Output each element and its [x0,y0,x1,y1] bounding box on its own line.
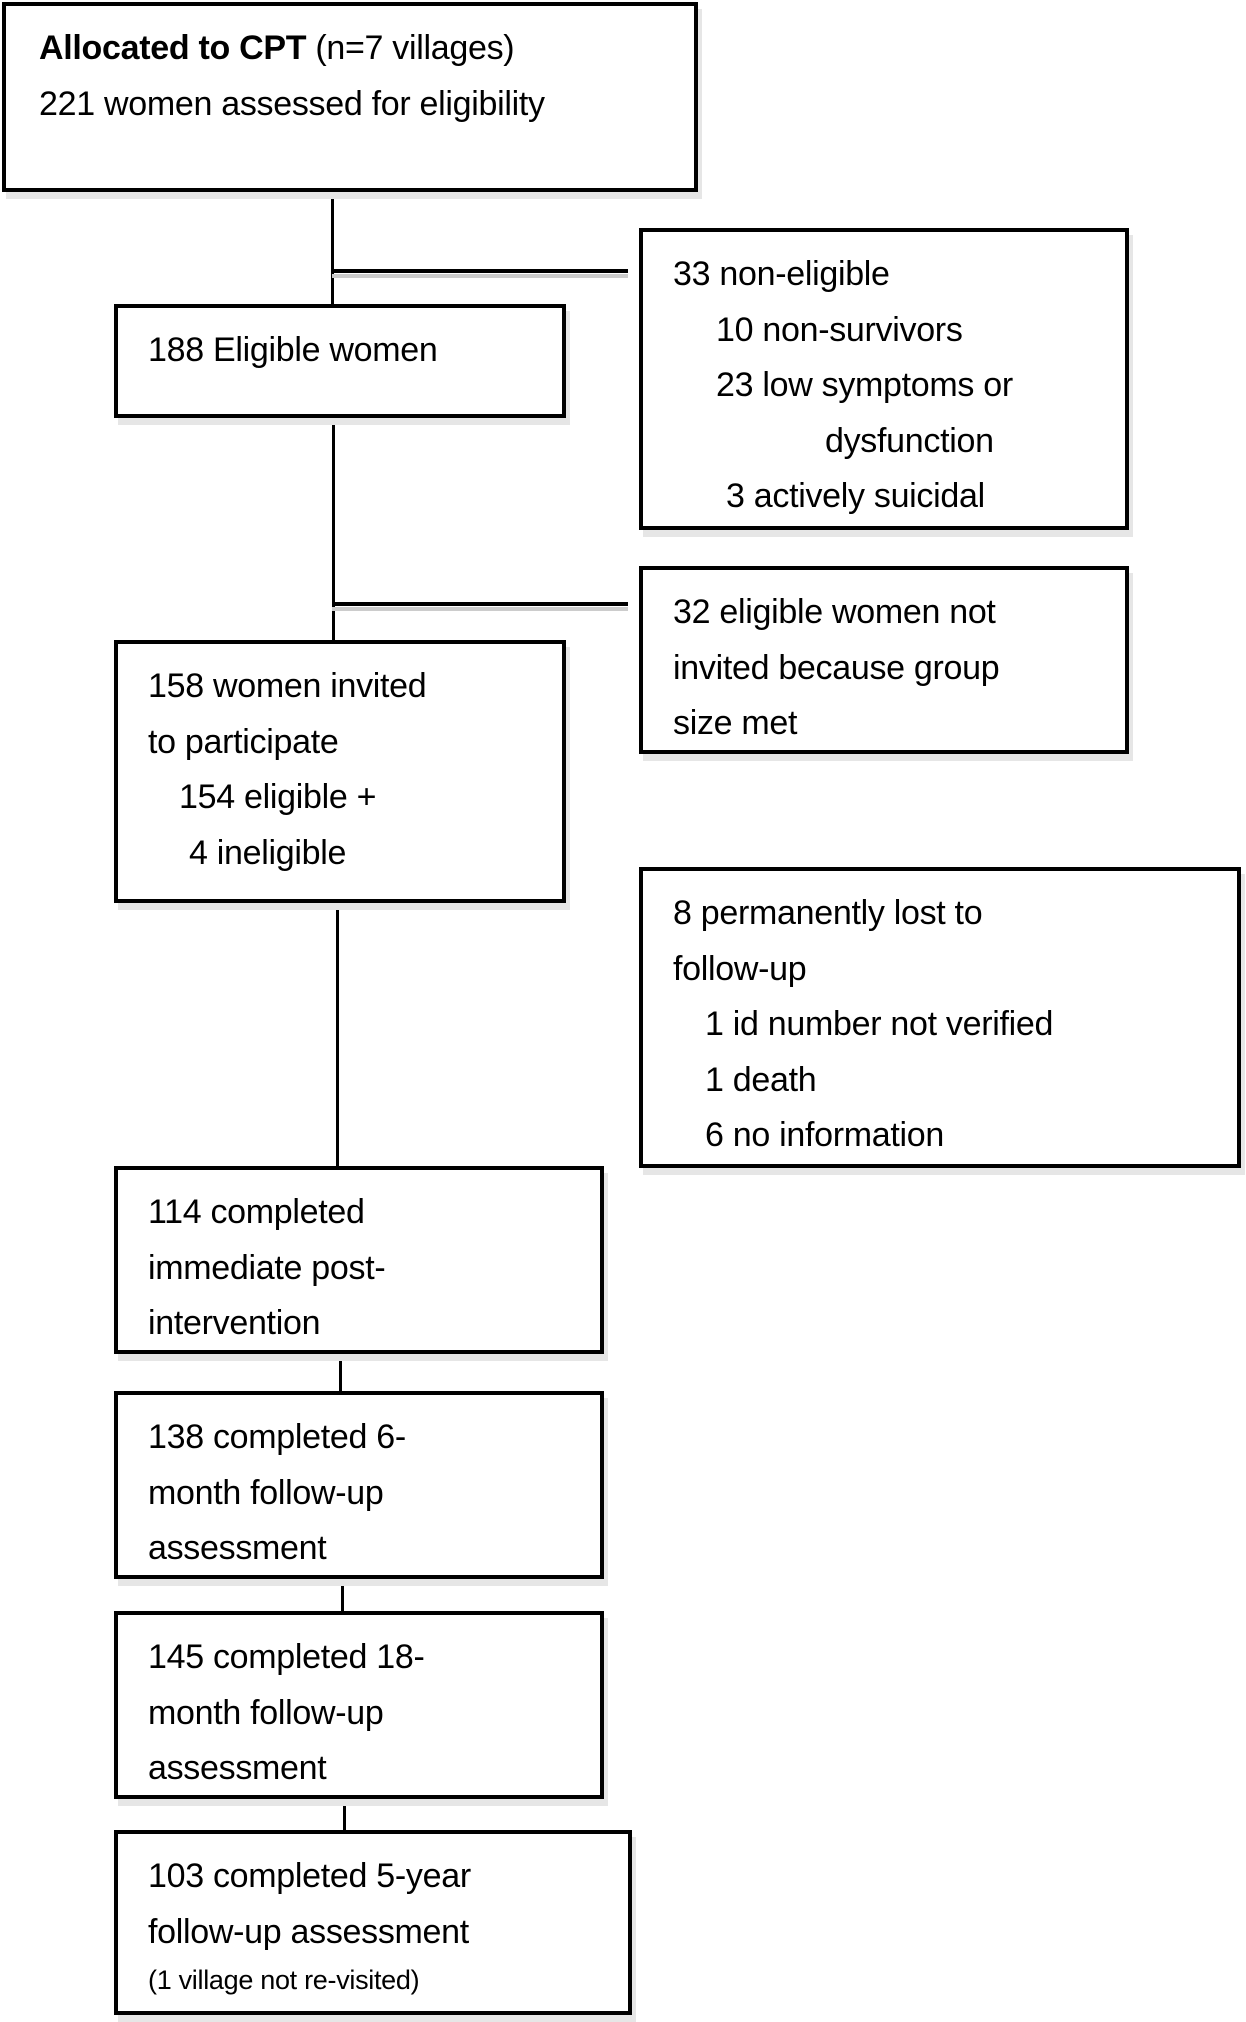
lost-line: 6 no information [705,1116,945,1154]
not-invited-line: size met [673,704,798,742]
connector-line [332,417,335,641]
connector-to-non-eligible [332,269,628,273]
connector-line [339,1353,342,1392]
five-year-line: 103 completed 5-year [148,1857,471,1895]
eligible-text: 188 Eligible women [148,331,438,369]
lost-line: 1 id number not verified [705,1005,1054,1043]
lost-line: 8 permanently lost to [673,894,983,932]
immediate-line: 114 completed [148,1193,365,1231]
non-eligible-box: 33 non-eligible 10 non-survivors 23 low … [639,228,1129,530]
immediate-box: 114 completed immediate post- interventi… [114,1166,604,1354]
invited-box: 158 women invited to participate 154 eli… [114,640,566,903]
lost-line: follow-up [673,949,807,988]
invited-line: to participate [148,722,339,761]
connector-line [336,902,339,1167]
non-eligible-line: 33 non-eligible [673,255,890,293]
allocated-villages: (n=7 villages) [306,29,515,67]
connector-line [331,190,334,305]
eligible-box: 188 Eligible women [114,304,566,418]
invited-line: 4 ineligible [189,833,347,872]
invited-line: 158 women invited [148,667,427,705]
not-invited-box: 32 eligible women not invited because gr… [639,566,1129,754]
allocated-box: Allocated to CPT (n=7 villages) 221 wome… [2,2,698,192]
connector-line [343,1798,346,1831]
non-eligible-line: 10 non-survivors [716,310,963,349]
six-month-line: assessment [148,1529,327,1567]
invited-line: 154 eligible + [179,778,377,816]
eighteen-month-line: month follow-up [148,1693,384,1732]
six-month-line: month follow-up [148,1473,384,1512]
lost-box: 8 permanently lost to follow-up 1 id num… [639,867,1241,1168]
eighteen-month-box: 145 completed 18- month follow-up assess… [114,1611,604,1799]
allocated-bold: Allocated to CPT [39,29,307,67]
not-invited-line: 32 eligible women not [673,593,996,631]
six-month-box: 138 completed 6- month follow-up assessm… [114,1391,604,1579]
allocated-title: Allocated to CPT (n=7 villages) [39,21,694,77]
assessed-text: 221 women assessed for eligibility [39,84,545,123]
eighteen-month-line: 145 completed 18- [148,1638,425,1676]
immediate-line: intervention [148,1304,321,1342]
lost-line: 1 death [705,1060,817,1099]
five-year-box: 103 completed 5-year follow-up assessmen… [114,1830,632,2015]
non-eligible-line: dysfunction [825,421,994,460]
immediate-line: immediate post- [148,1248,386,1287]
five-year-line: follow-up assessment [148,1912,469,1951]
connector-to-not-invited [332,602,628,606]
non-eligible-line: 3 actively suicidal [726,477,985,515]
five-year-note: (1 village not re-visited) [148,1965,420,1995]
eighteen-month-line: assessment [148,1749,327,1787]
six-month-line: 138 completed 6- [148,1418,406,1456]
connector-line [341,1578,344,1612]
non-eligible-line: 23 low symptoms or [716,366,1013,404]
not-invited-line: invited because group [673,648,1000,687]
